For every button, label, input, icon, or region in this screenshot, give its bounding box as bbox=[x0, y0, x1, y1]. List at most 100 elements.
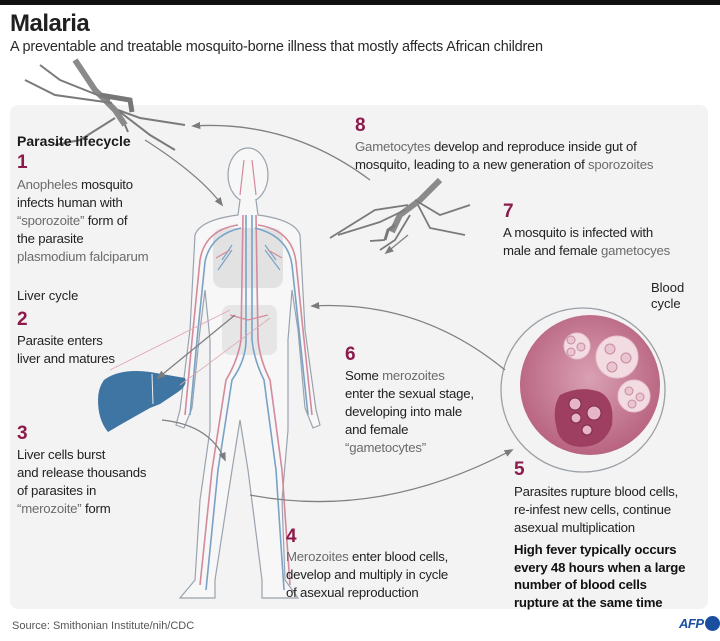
step-text-run: enter the sexual stage, bbox=[345, 386, 474, 401]
step-text-run: develop and multiply in cycle bbox=[286, 567, 449, 582]
liver-connector-lines bbox=[109, 309, 271, 386]
step-5-number: 5 bbox=[514, 459, 525, 480]
afp-logo-text: AFP bbox=[679, 616, 704, 631]
human-figure-icon bbox=[175, 147, 321, 599]
cycle-arrows bbox=[144, 121, 514, 503]
top-rule bbox=[0, 0, 720, 5]
step-text-line: re-infest new cells, continue bbox=[514, 501, 678, 519]
liver-cycle-label: Liver cycle bbox=[17, 288, 79, 303]
step-3-number: 3 bbox=[17, 423, 28, 444]
step-text-run: liver and matures bbox=[17, 351, 115, 366]
arrow-mosquito-to-human bbox=[144, 139, 224, 207]
step-text-run: Parasite enters bbox=[17, 333, 103, 348]
step-text-line: and female bbox=[345, 421, 474, 439]
step-text-run: Some bbox=[345, 368, 383, 383]
source-credit: Source: Smithonian Institute/nih/CDC bbox=[12, 620, 195, 632]
step-text-run: “sporozoite” bbox=[17, 213, 85, 228]
mosquito-icon-2 bbox=[329, 177, 471, 251]
fever-note-line-1: High fever typically occurs bbox=[514, 542, 677, 557]
step-text-run: re-infest new cells, continue bbox=[514, 502, 671, 517]
arrow-blood-to-bloodcycle bbox=[249, 449, 514, 503]
step-text-line: enter the sexual stage, bbox=[345, 385, 474, 403]
afp-logo: AFP bbox=[679, 616, 720, 631]
step-text-line: mosquito, leading to a new generation of… bbox=[355, 156, 653, 174]
step-text-run: sporozoites bbox=[588, 157, 654, 172]
arrow-bloodcycle-to-gametocytes bbox=[310, 301, 506, 371]
lifecycle-heading: Parasite lifecycle bbox=[17, 133, 131, 149]
step-text-run: Gametocytes bbox=[355, 139, 431, 154]
step-8-text: Gametocytes develop and reproduce inside… bbox=[355, 138, 653, 174]
step-text-line: male and female gametocyes bbox=[503, 242, 670, 260]
step-text-run: enter blood cells, bbox=[348, 549, 449, 564]
step-text-line: Merozoites enter blood cells, bbox=[286, 548, 448, 566]
page-subtitle: A preventable and treatable mosquito-bor… bbox=[10, 39, 543, 55]
step-text-line: the parasite bbox=[17, 230, 148, 248]
step-text-run: of parasites in bbox=[17, 483, 97, 498]
step-7-text: A mosquito is infected with male and fema… bbox=[503, 224, 670, 260]
step-text-line: developing into male bbox=[345, 403, 474, 421]
step-text-run: gametocyes bbox=[600, 243, 671, 258]
step-text-run: male and female bbox=[503, 243, 601, 258]
step-text-run: A mosquito is infected with bbox=[503, 225, 653, 240]
step-text-line: liver and matures bbox=[17, 350, 115, 368]
step-text-run: plasmodium falciparum bbox=[17, 249, 149, 264]
step-text-run: Parasites rupture blood cells, bbox=[514, 484, 679, 499]
afp-logo-dot-icon bbox=[704, 616, 720, 631]
page-title: Malaria bbox=[10, 10, 90, 37]
arrow-to-liver bbox=[156, 314, 236, 380]
step-text-run: Merozoites bbox=[286, 549, 349, 564]
blood-cycle-label-line-2: cycle bbox=[651, 296, 681, 311]
blood-vessels-icon bbox=[184, 159, 313, 591]
arrow-to-mosquito-gut bbox=[384, 234, 409, 255]
step-text-line: A mosquito is infected with bbox=[503, 224, 670, 242]
fever-note-line-3: number of blood cells bbox=[514, 577, 647, 592]
step-4-number: 4 bbox=[286, 526, 297, 547]
liver-icon bbox=[98, 371, 186, 432]
step-text-line: Liver cells burst bbox=[17, 446, 146, 464]
step-text-run: form bbox=[81, 501, 111, 516]
step-text-run: of asexual reproduction bbox=[286, 585, 419, 600]
step-text-run: mosquito, leading to a new generation of bbox=[355, 157, 589, 172]
fever-note-line-2: every 48 hours when a large bbox=[514, 559, 686, 575]
step-text-run: asexual multiplication bbox=[514, 520, 635, 535]
step-text-run: the parasite bbox=[17, 231, 84, 246]
step-text-line: Parasites rupture blood cells, bbox=[514, 483, 678, 501]
step-text-run: form of bbox=[84, 213, 128, 228]
step-text-line: of asexual reproduction bbox=[286, 584, 448, 602]
step-text-line: and release thousands bbox=[17, 464, 146, 482]
fever-note: High fever typically occurs every 48 hou… bbox=[514, 541, 685, 611]
step-text-run: infects human with bbox=[17, 195, 123, 210]
step-2-number: 2 bbox=[17, 309, 28, 330]
step-text-line: Parasite enters bbox=[17, 332, 115, 350]
step-text-line: “merozoite” form bbox=[17, 500, 146, 518]
step-4-text: Merozoites enter blood cells,develop and… bbox=[286, 548, 448, 602]
step-text-run: and female bbox=[345, 422, 409, 437]
step-text-run: mosquito bbox=[81, 177, 133, 192]
step-7-number: 7 bbox=[503, 201, 514, 222]
step-text-line: infects human with bbox=[17, 194, 148, 212]
step-8-number: 8 bbox=[355, 115, 366, 136]
step-6-number: 6 bbox=[345, 344, 356, 365]
arrow-gametocytes-to-mosquito bbox=[191, 121, 371, 181]
step-text-line: Gametocytes develop and reproduce inside… bbox=[355, 138, 653, 156]
step-text-run: merozoites bbox=[382, 368, 445, 383]
blood-cycle-label: Blood cycle bbox=[651, 280, 684, 312]
step-text-line: plasmodium falciparum bbox=[17, 248, 149, 266]
step-text-line: asexual multiplication bbox=[514, 519, 678, 537]
step-1-number: 1 bbox=[17, 152, 28, 173]
step-text-line: develop and multiply in cycle bbox=[286, 566, 448, 584]
step-text-line: “sporozoite” form of bbox=[17, 212, 148, 230]
step-text-run: “gametocytes” bbox=[345, 440, 426, 455]
step-text-run: developing into male bbox=[345, 404, 462, 419]
organs-icon bbox=[213, 228, 283, 355]
fever-note-line-4: rupture at the same time bbox=[514, 594, 663, 610]
blood-cell-icon bbox=[500, 307, 666, 473]
step-text-line: Anopheles mosquito bbox=[17, 176, 148, 194]
step-text-run: and release thousands bbox=[17, 465, 147, 480]
step-text-run: “merozoite” bbox=[17, 501, 82, 516]
step-text-line: Some merozoites bbox=[345, 367, 474, 385]
